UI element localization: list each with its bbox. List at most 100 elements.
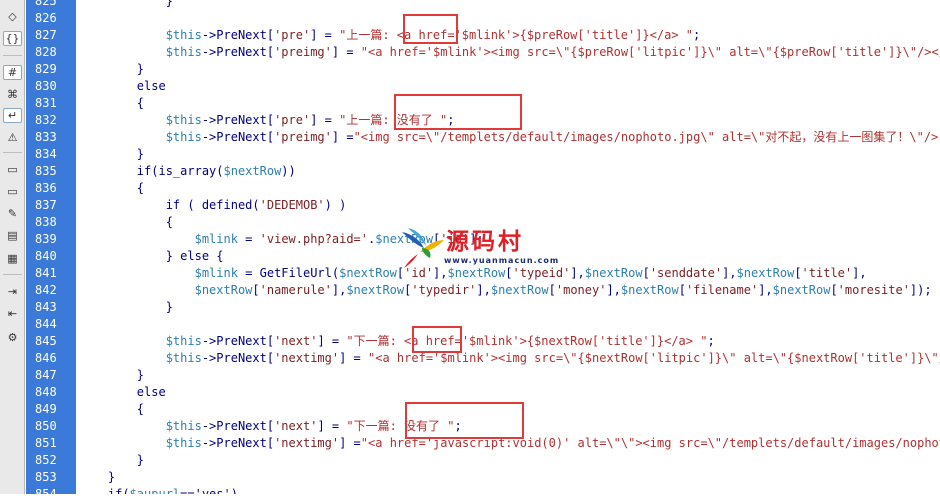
code-token: $nextRow [339,266,397,280]
watermark-text: 源码村 [446,228,524,255]
line-number: 830 [35,79,57,93]
line-number: 851 [35,436,57,450]
code-token: ] = [310,28,340,42]
line-number: 836 [35,181,57,195]
line-number: 844 [35,317,57,331]
code-token [79,28,166,42]
code-token: ] = [317,419,347,433]
line-number: 829 [35,62,57,76]
code-token: 'typeid' [512,266,571,280]
code-token: "上一篇: 没有了 " [339,113,448,127]
code-token: 'next' [274,334,318,348]
code-token: ]); [909,283,932,297]
recent-snippets-icon[interactable]: ▤ [7,229,18,242]
code-token: $nextRow [620,283,679,297]
code-token [79,334,166,348]
code-view[interactable]: } $this->PreNext['pre'] = "上一篇: <a href=… [79,0,940,494]
code-token: 'pre' [274,113,311,127]
outdent-code-icon[interactable]: ⇤ [7,307,18,320]
code-token: else [79,79,166,93]
code-line: $this->PreNext['nextimg'] = "<a href='$m… [79,350,940,367]
code-token: $this [165,28,202,42]
collapse-full-tag-icon[interactable]: ◇ [8,10,17,23]
code-token: { [79,96,145,110]
code-token: ->PreNext[ [201,334,275,348]
code-token: $nextRow [223,164,282,178]
format-source-code-icon[interactable]: ⚙ [7,331,18,344]
code-line: } else { [79,248,940,265]
bird-logo-icon [402,228,444,268]
code-token [79,130,166,144]
indent-code-icon[interactable]: ⇥ [7,285,18,298]
code-token: if(is_array( [79,164,224,178]
code-token: ]; [469,232,484,246]
code-line: $this->PreNext['next'] = "下一篇: 没有了 "; [79,418,940,435]
line-number: 852 [35,453,57,467]
watermark: 源码村 www.yuanmacun.com [398,218,568,270]
code-token: } [79,470,116,484]
code-token: 'title' [801,266,853,280]
code-token: ] = [339,436,361,450]
code-token: ->PreNext[ [201,45,275,59]
code-token: ] = [310,113,340,127]
code-token: ], [476,283,491,297]
code-token: ], [570,266,585,280]
word-wrap-icon[interactable]: ↵ [3,108,22,123]
code-token: else [79,385,166,399]
line-number: 847 [35,368,57,382]
code-token: ], [722,266,737,280]
code-token [79,419,166,433]
code-token: ; [454,419,462,433]
code-token: } [79,0,173,8]
code-token: =='yes') [180,487,238,494]
highlight-invalid-code-icon[interactable]: ⌘ [7,88,18,101]
code-token: $this [165,334,202,348]
code-token: ] = [339,351,369,365]
code-token: $nextRow [194,283,253,297]
code-token: ], [331,283,347,297]
code-line: } [79,367,940,384]
code-token: ; [707,334,715,348]
collapse-selection-icon[interactable]: {} [3,31,22,46]
code-token: 'filename' [685,283,759,297]
line-number: 848 [35,385,57,399]
apply-comment-icon[interactable]: ▭ [7,163,18,176]
line-number: 825 [35,0,57,8]
line-number: 831 [35,96,57,110]
code-token: [ [252,283,260,297]
code-token: ], [606,283,621,297]
syntax-error-alerts-icon[interactable]: ⚠ [7,131,18,144]
code-token: } [79,368,145,382]
remove-comment-icon[interactable]: ▭ [7,185,18,198]
code-token: ; [693,28,701,42]
code-token: $this [165,113,202,127]
code-token: "下一篇: 没有了 " [346,419,455,433]
code-line: $this->PreNext['next'] = "下一篇: <a href='… [79,333,940,350]
line-number: 826 [35,11,57,25]
code-token: ->PreNext[ [201,113,275,127]
line-number: 849 [35,402,57,416]
code-token: { [79,215,173,229]
code-token: $nextRow [772,283,831,297]
code-token: $nextRow [584,266,643,280]
code-token: "<a href='$mlink'><img src=\"{$preRow['l… [360,45,940,59]
line-number: 837 [35,198,57,212]
line-number: 832 [35,113,57,127]
code-token: $this [165,436,202,450]
code-token: } [79,147,145,161]
code-token: ] = [317,334,347,348]
code-toolbar: ◇ {} # ⌘ ↵ ⚠ ▭ ▭ ✎ ▤ ▦ ⇥ ⇤ ⚙ [0,0,25,494]
code-token: 'money' [555,283,607,297]
code-line: $mlink = GetFileUrl($nextRow['id'],$next… [79,265,940,282]
code-line: if(is_array($nextRow)) [79,163,940,180]
code-token: "<a href='javascript:void(0)' alt=\"\"><… [360,436,940,450]
line-number: 828 [35,45,57,59]
code-token: [ [396,266,405,280]
watermark-url: www.yuanmacun.com [444,256,560,265]
move-css-icon[interactable]: ▦ [7,252,18,265]
line-numbers-icon[interactable]: # [3,65,22,80]
wrap-tag-icon[interactable]: ✎ [7,207,18,220]
code-token: $mlink [194,266,238,280]
code-line: $nextRow['namerule'],$nextRow['typedir']… [79,282,940,299]
